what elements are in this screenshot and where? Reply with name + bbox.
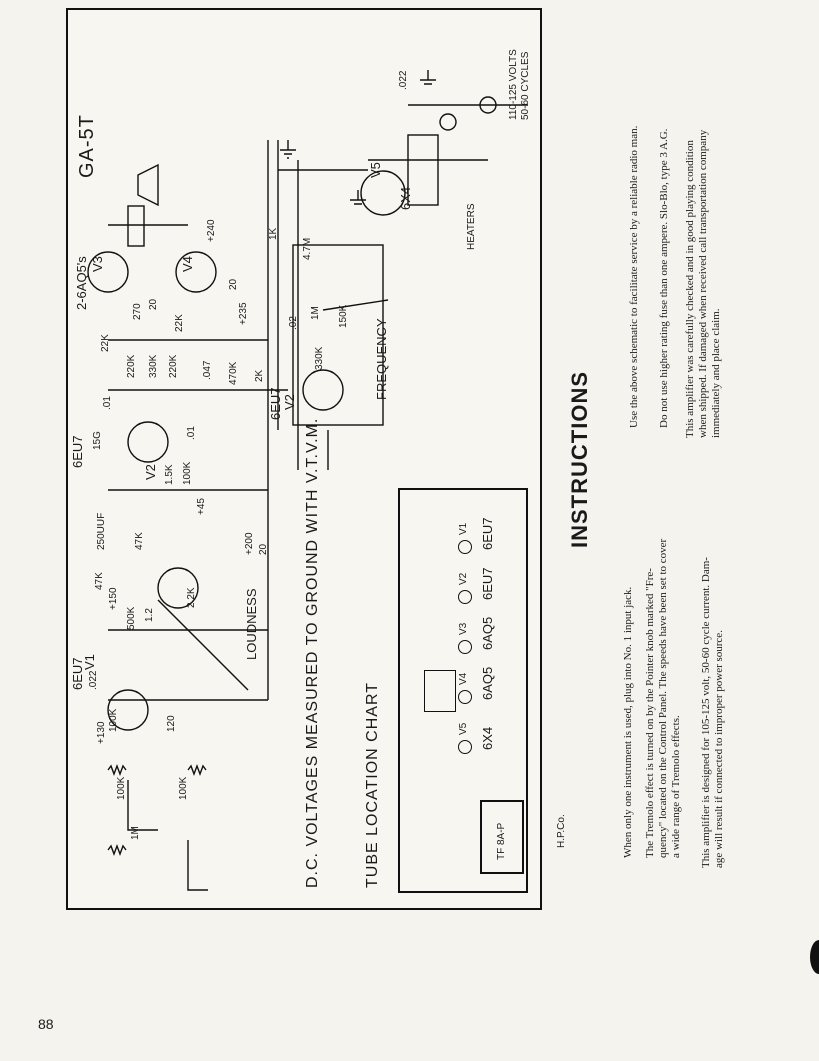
component-label: 500K <box>126 606 137 630</box>
rectifier-type-label: 6X4 <box>398 186 413 210</box>
instruction-p4: Use the above schematic to facilitate se… <box>628 125 640 428</box>
component-label: +200 <box>244 532 255 555</box>
tube-position-circle <box>458 640 472 654</box>
v3-label: V3 <box>90 256 105 272</box>
binder-edge-mark <box>810 940 819 974</box>
tube-pos-label: V3 <box>458 622 469 635</box>
component-label: .022 <box>88 670 99 690</box>
supply-voltage-label: 110-125 VOLTS <box>508 49 519 120</box>
component-label: 47K <box>134 532 145 550</box>
tube-type-label: 6EU7 <box>480 517 495 550</box>
component-label: +240 <box>206 219 217 242</box>
tube-position-circle <box>458 590 472 604</box>
v2-type-label: 6EU7 <box>70 435 85 468</box>
component-label: 20 <box>228 278 239 290</box>
instruction-p2-line1: The Tremolo effect is turned on by the P… <box>644 568 656 858</box>
component-label: 220K <box>168 354 179 378</box>
component-label: 20 <box>258 543 269 555</box>
component-label: 100K <box>116 776 127 800</box>
v2b-type-label: 6EU7 <box>268 387 283 420</box>
v2b-label: V2 <box>282 394 297 410</box>
tube-type-label: 6AQ5 <box>480 666 495 700</box>
instruction-p6-line3: immediately and place claim. <box>710 308 722 438</box>
component-label: 100K <box>178 776 189 800</box>
vtvm-label: D.C. VOLTAGES MEASURED TO GROUND WITH V.… <box>304 417 321 888</box>
component-label: 250UUF <box>96 512 107 550</box>
tube-position-circle <box>458 540 472 554</box>
tube-pos-label: V4 <box>458 672 469 685</box>
tube-location-chart: TF 8A-P V1 6EU7 V2 6EU7 V3 6AQ5 V4 6AQ5 … <box>398 488 528 893</box>
component-label: 1.2 <box>144 608 155 622</box>
component-label: 1M <box>310 306 321 320</box>
instructions-heading: INSTRUCTIONS <box>567 371 592 548</box>
loudness-label: LOUDNESS <box>244 588 259 660</box>
tube-pos-label: V1 <box>458 522 469 535</box>
component-label: 22K <box>174 314 185 332</box>
component-label: 1.5K <box>164 464 175 485</box>
component-label: 220K <box>126 354 137 378</box>
instruction-p6-line2: when shipped. If damaged when received c… <box>697 129 709 438</box>
component-label: 47K <box>94 572 105 590</box>
tube-position-circle <box>458 690 472 704</box>
component-label: 22K <box>100 334 111 352</box>
v4-label: V4 <box>180 256 195 272</box>
component-label: +150 <box>108 587 119 610</box>
tube-type-label: 6EU7 <box>480 567 495 600</box>
instruction-p2-line2: quency" located on the Control Panel. Th… <box>657 538 669 858</box>
component-label: +45 <box>196 498 207 515</box>
instruction-p2-line3: a wide range of Tremolo effects. <box>670 715 682 858</box>
v2-label: V2 <box>143 464 158 480</box>
instruction-p3-line2: age will result if connected to improper… <box>713 630 725 868</box>
component-label: 2K <box>254 369 265 382</box>
component-label: .01 <box>186 426 197 440</box>
v5-label: V5 <box>368 162 383 178</box>
component-label: 150K <box>338 304 349 328</box>
component-label: 330K <box>148 354 159 378</box>
page-number: 88 <box>38 1016 54 1032</box>
schematic-diagram <box>87 70 528 891</box>
tube-type-label: 6AQ5 <box>480 616 495 650</box>
chart-title: TUBE LOCATION CHART <box>364 682 381 888</box>
transformer-label: TF 8A-P <box>496 822 507 860</box>
component-label: 470K <box>228 361 239 385</box>
component-label: 2.2K <box>186 587 197 608</box>
component-label: 4.7M <box>302 237 313 260</box>
transformer-outline <box>480 800 524 874</box>
instruction-p6-line1: This amplifier was carefully checked and… <box>684 140 696 438</box>
tube-type-label: 6X4 <box>480 726 495 750</box>
component-label: .022 <box>398 70 409 90</box>
component-label: .01 <box>102 396 113 410</box>
component-label: +130 <box>96 721 107 744</box>
tube-position-circle <box>458 740 472 754</box>
instruction-p1: When only one instrument is used, plug i… <box>622 586 634 858</box>
component-label: 100K <box>182 461 193 485</box>
component-label: 1M <box>130 826 141 840</box>
heater-label: HEATERS <box>466 203 477 251</box>
output-tubes-label: 2-6AQ5's <box>74 256 89 310</box>
frequency-label: FREQUENCY <box>374 318 389 400</box>
v1-label: V1 <box>82 654 97 670</box>
component-label: .047 <box>202 360 213 380</box>
instruction-p3-line1: This amplifier is designed for 105-125 v… <box>700 557 712 868</box>
instruction-p5: Do not use higher rating fuse than one a… <box>658 128 670 428</box>
component-label: 100K <box>108 708 119 732</box>
component-label: 1K <box>268 227 279 240</box>
socket-outline <box>424 670 456 712</box>
component-label: 15G <box>92 431 103 450</box>
component-label: 330K <box>314 346 325 370</box>
supply-cycles-label: 50-60 CYCLES <box>520 51 531 120</box>
schematic-frame: GA-5T 110-125 VOLTS 50-60 CYCLES 2-6AQ5'… <box>66 8 542 910</box>
tube-pos-label: V5 <box>458 722 469 735</box>
component-label: 270 <box>132 303 143 320</box>
publisher-mark: H.P.Co. <box>556 814 567 848</box>
component-label: .02 <box>288 316 299 330</box>
component-label: +235 <box>238 302 249 325</box>
tube-pos-label: V2 <box>458 572 469 585</box>
component-label: 120 <box>166 715 177 732</box>
model-label: GA-5T <box>76 114 98 178</box>
component-label: 20 <box>148 298 159 310</box>
